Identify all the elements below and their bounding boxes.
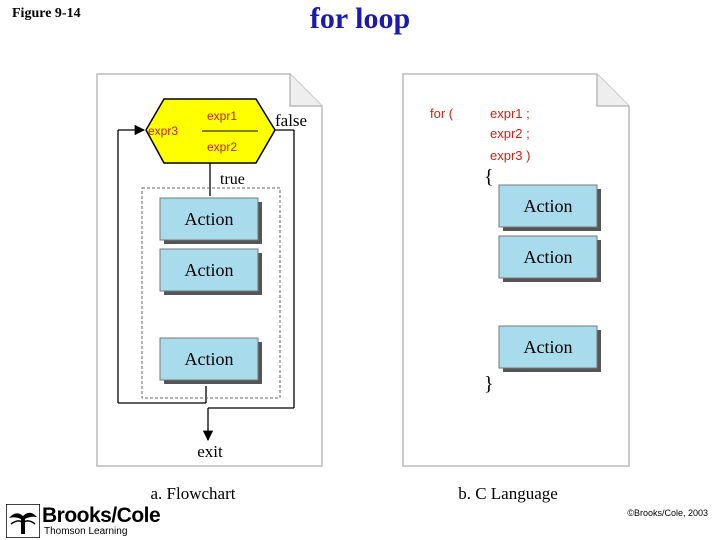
- action-label: Action: [524, 337, 573, 357]
- slide-title: for loop: [309, 2, 411, 35]
- copyright-text: ©Brooks/Cole, 2003: [627, 508, 708, 518]
- figure-label: Figure 9-14: [12, 6, 81, 21]
- code-open-brace: {: [484, 166, 494, 188]
- brand-subtitle: Thomson Learning: [44, 526, 128, 537]
- false-label: false: [275, 111, 307, 130]
- code-action-3: Action: [498, 325, 601, 372]
- flowchart-action-1: Action: [159, 197, 262, 244]
- code-expr1: expr1 ;: [490, 106, 530, 121]
- code-action-2: Action: [498, 235, 601, 282]
- brand-name: Brooks/Cole: [42, 504, 161, 527]
- tree-icon: [6, 504, 40, 538]
- action-label: Action: [185, 209, 234, 229]
- flowchart-caption: a. Flowchart: [151, 484, 236, 503]
- code-expr2: expr2 ;: [490, 126, 530, 141]
- action-label: Action: [524, 247, 573, 267]
- code-action-1: Action: [498, 184, 601, 231]
- loop-body-region: [141, 187, 281, 399]
- true-label: true: [220, 171, 245, 188]
- action-label: Action: [524, 196, 573, 216]
- action-label: Action: [185, 349, 234, 369]
- flowchart-lines: [117, 124, 295, 442]
- code-close-brace: }: [484, 373, 494, 395]
- hex-expr2: expr2: [207, 140, 237, 154]
- publisher-logo: Brooks/Cole Thomson Learning: [6, 502, 176, 538]
- action-label: Action: [185, 260, 234, 280]
- hex-expr3: expr3: [148, 124, 178, 138]
- flowchart-action-2: Action: [159, 248, 262, 295]
- decision-hexagon: expr1 expr2 expr3: [145, 98, 276, 164]
- flowchart-action-3: Action: [159, 337, 262, 384]
- code-expr3: expr3 ): [490, 148, 530, 163]
- code-for-keyword: for (: [430, 106, 454, 121]
- exit-label: exit: [197, 442, 223, 461]
- hex-expr1: expr1: [207, 109, 237, 123]
- c-language-caption: b. C Language: [458, 484, 558, 503]
